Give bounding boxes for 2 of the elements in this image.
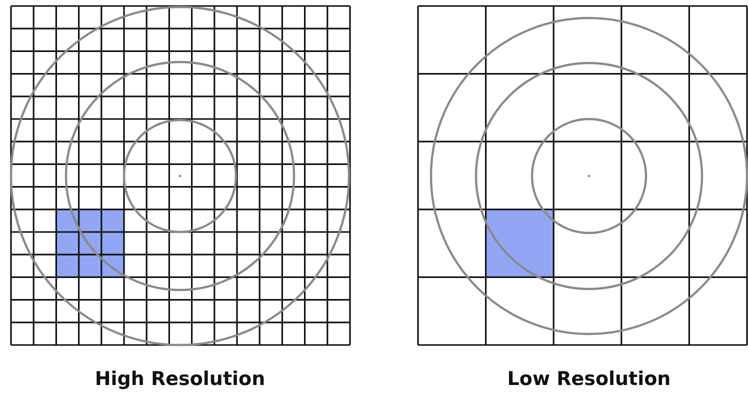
panel-caption: Low Resolution [507,368,671,390]
panel-caption: High Resolution [94,368,266,390]
